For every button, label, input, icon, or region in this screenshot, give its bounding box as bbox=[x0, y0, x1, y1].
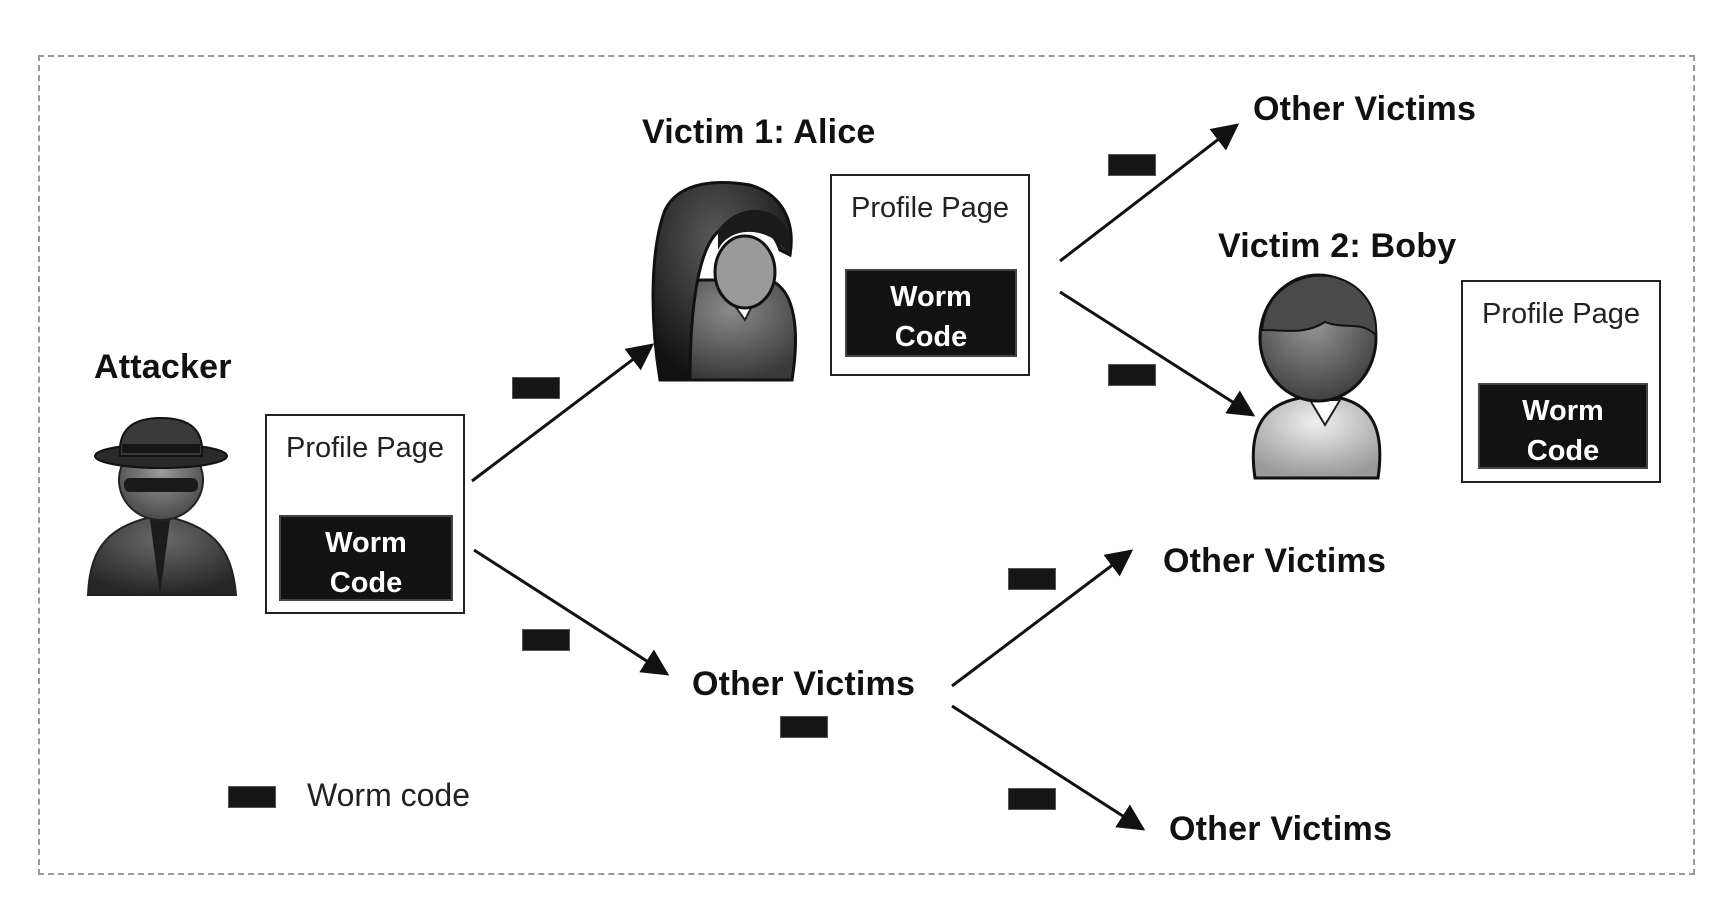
profile-page-title: Profile Page bbox=[286, 432, 444, 464]
profile-page-title: Profile Page bbox=[1482, 298, 1640, 330]
other-victims-center: Other Victims bbox=[692, 665, 916, 703]
legend-label: Worm code bbox=[307, 777, 471, 813]
worm-code-block: Worm Code bbox=[1478, 383, 1648, 469]
attacker-label: Attacker bbox=[94, 348, 232, 386]
arrow-other-to-other-bottom bbox=[951, 704, 1146, 831]
victim2-label: Victim 2: Boby bbox=[1218, 227, 1457, 265]
worm-code-line1: Worm bbox=[890, 281, 972, 313]
worm-tag bbox=[1008, 568, 1056, 590]
arrow-attacker-to-alice bbox=[471, 343, 655, 483]
arrow-alice-to-boby bbox=[1059, 290, 1256, 417]
attacker-profile-page: Profile Page Worm Code bbox=[265, 414, 465, 614]
worm-code-line1: Worm bbox=[1522, 395, 1604, 427]
boby-profile-page: Profile Page Worm Code bbox=[1461, 280, 1661, 483]
alice-profile-page: Profile Page Worm Code bbox=[830, 174, 1030, 376]
other-victims-top: Other Victims bbox=[1253, 90, 1477, 128]
diagram-frame bbox=[38, 55, 1695, 875]
arrow-other-to-other-mid bbox=[951, 549, 1134, 688]
victim1-label: Victim 1: Alice bbox=[642, 113, 876, 151]
profile-page-title: Profile Page bbox=[851, 192, 1009, 224]
worm-tag bbox=[1108, 154, 1156, 176]
legend-swatch bbox=[228, 786, 276, 808]
arrow-attacker-to-other bbox=[473, 548, 670, 676]
worm-code-line2: Code bbox=[329, 567, 403, 599]
worm-code-block: Worm Code bbox=[279, 515, 453, 601]
worm-tag bbox=[522, 629, 570, 651]
worm-code-block: Worm Code bbox=[845, 269, 1017, 357]
worm-tag bbox=[780, 716, 828, 738]
worm-tag bbox=[1008, 788, 1056, 810]
other-victims-bottom: Other Victims bbox=[1169, 810, 1393, 848]
arrow-alice-to-other-top bbox=[1059, 123, 1240, 263]
worm-tag bbox=[1108, 364, 1156, 386]
worm-tag bbox=[512, 377, 560, 399]
worm-code-line2: Code bbox=[1526, 435, 1600, 467]
worm-code-line1: Worm bbox=[325, 527, 407, 559]
worm-code-line2: Code bbox=[894, 321, 968, 353]
other-victims-mid: Other Victims bbox=[1163, 542, 1387, 580]
